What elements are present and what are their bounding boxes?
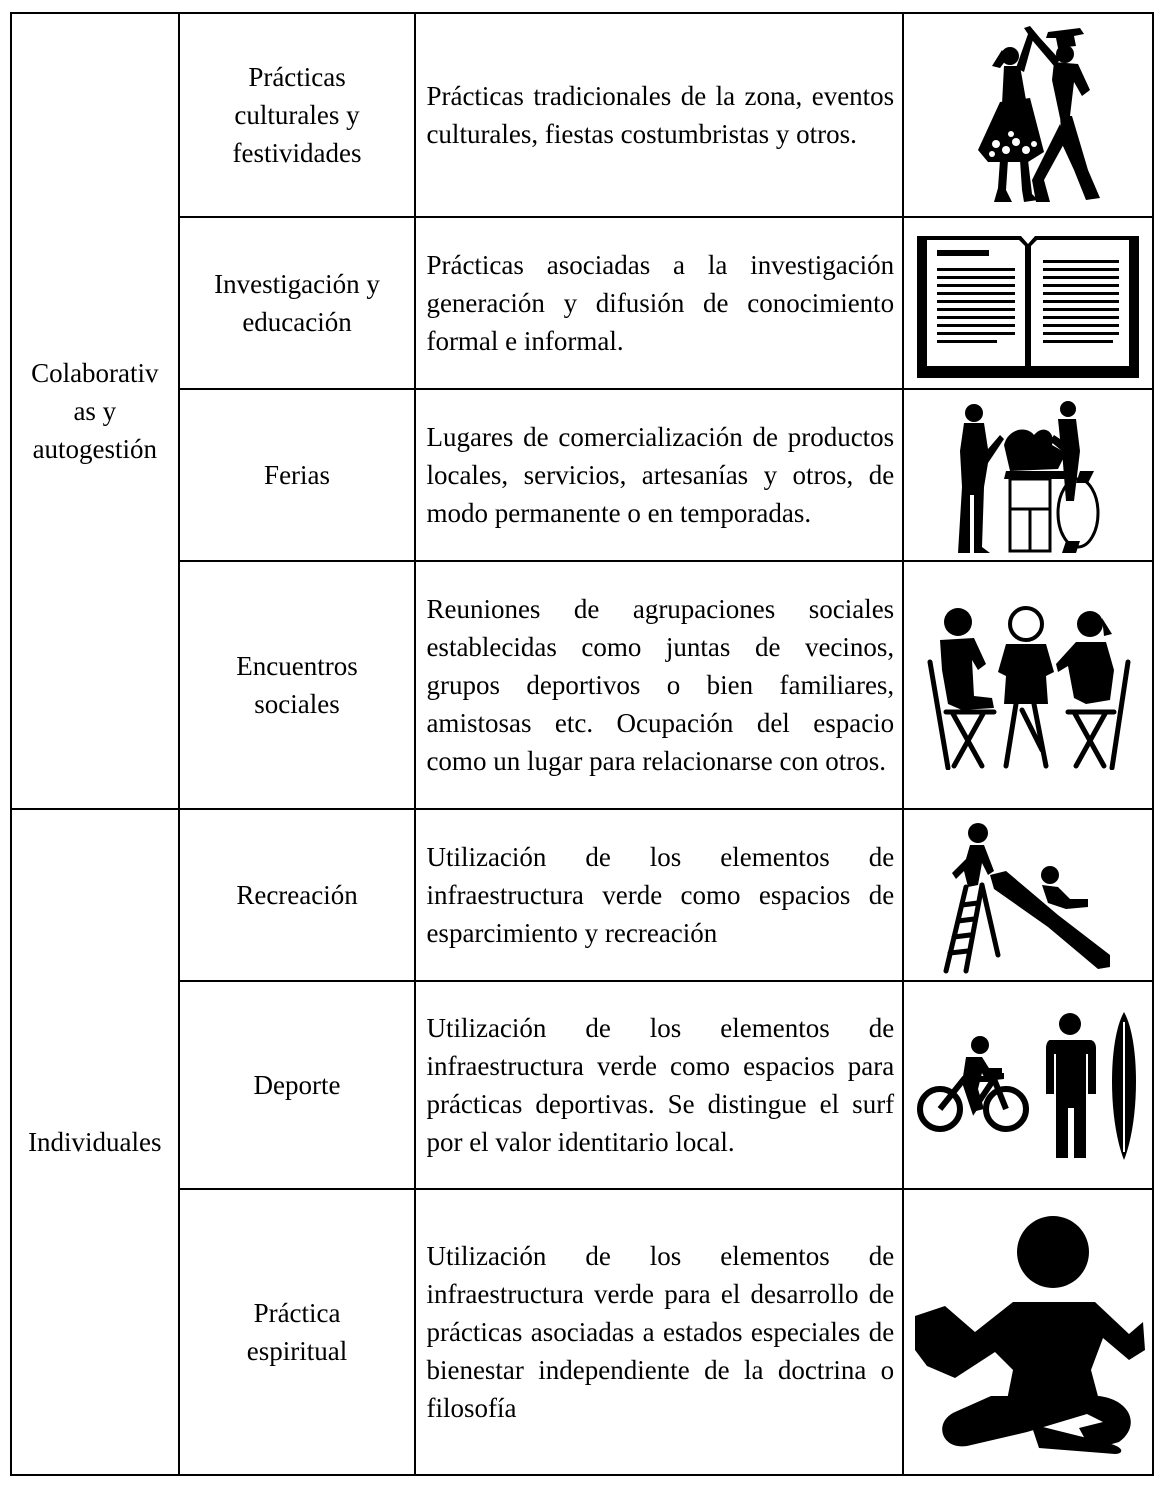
- table-row: Investigación y educación Prácticas asoc…: [11, 216, 1154, 390]
- people-talking-icon: [927, 606, 1131, 770]
- table-row: Colaborativ as y autogestión Prácticas c…: [10, 12, 1154, 810]
- table-row: Práctica espiritual Utilización de los e…: [11, 1188, 1154, 1476]
- activity-name-text: Investigación y educación: [214, 269, 380, 337]
- activity-name-text: Encuentros sociales: [236, 651, 358, 719]
- activity-name: Práctica espiritual: [177, 1188, 417, 1476]
- activity-name: Deporte: [177, 980, 417, 1190]
- playground-slide-icon: [943, 823, 1111, 974]
- activity-description: Prácticas tradicionales de la zona, even…: [414, 12, 905, 218]
- activity-icon-cell: [902, 1188, 1154, 1476]
- activity-name-text: Recreación: [236, 880, 358, 910]
- market-stall-icon: [958, 401, 1100, 553]
- activity-icon-cell: [902, 560, 1154, 810]
- meditation-icon: [915, 1216, 1146, 1454]
- table-row: Deporte Utilización de los elementos de …: [11, 980, 1154, 1190]
- activity-icon-cell: [902, 388, 1154, 562]
- activity-description: Utilización de los elementos de infraest…: [414, 980, 905, 1190]
- activity-icon-cell: [902, 12, 1154, 218]
- sport-icons: [904, 1010, 1152, 1160]
- activity-description: Prácticas asociadas a la investigación g…: [414, 216, 905, 390]
- activity-name: Prácticas culturales y festividades: [177, 12, 417, 218]
- dancing-couple-icon: [978, 26, 1101, 202]
- category-cell-individuales: Individuales: [10, 808, 180, 1476]
- activity-description-text: Lugares de comercialización de productos…: [426, 422, 895, 528]
- activity-description: Lugares de comercialización de productos…: [414, 388, 905, 562]
- table-row: Encuentros sociales Reuniones de agrupac…: [11, 560, 1154, 810]
- activities-table: Colaborativ as y autogestión Prácticas c…: [10, 12, 1154, 1476]
- activity-description-text: Utilización de los elementos de infraest…: [426, 842, 895, 948]
- surfer-icon: [1046, 1012, 1137, 1160]
- activity-name-text: Práctica espiritual: [246, 1298, 348, 1366]
- activity-name: Recreación: [177, 808, 417, 982]
- category-cell-colaborativas: Colaborativ as y autogestión: [10, 12, 180, 810]
- activity-icon-cell: [902, 808, 1154, 982]
- activity-description: Utilización de los elementos de infraest…: [414, 808, 905, 982]
- activity-name: Investigación y educación: [177, 216, 417, 390]
- open-book-icon: [917, 236, 1140, 378]
- activity-name-text: Prácticas culturales y festividades: [232, 62, 362, 168]
- activity-name: Encuentros sociales: [177, 560, 417, 810]
- table-row: Individuales Recreación Utilización de l…: [10, 808, 1154, 1476]
- category-label: Colaborativ as y autogestión: [31, 358, 159, 464]
- activity-description-text: Utilización de los elementos de infraest…: [426, 1241, 895, 1423]
- activity-name: Ferias: [177, 388, 417, 562]
- activity-icon-cell: [902, 980, 1154, 1190]
- table-row: Ferias Lugares de comercialización de pr…: [11, 388, 1154, 562]
- category-label: Individuales: [28, 1127, 162, 1157]
- activity-description-text: Prácticas tradicionales de la zona, even…: [426, 81, 895, 149]
- activity-description-text: Reuniones de agrupaciones sociales estab…: [426, 594, 895, 776]
- activity-description-text: Prácticas asociadas a la investigación g…: [426, 250, 895, 356]
- activity-name-text: Ferias: [264, 460, 331, 490]
- activity-icon-cell: [902, 216, 1154, 390]
- activity-name-text: Deporte: [253, 1070, 341, 1100]
- cyclist-icon: [917, 1036, 1030, 1132]
- activity-description-text: Utilización de los elementos de infraest…: [426, 1013, 895, 1157]
- activity-description: Utilización de los elementos de infraest…: [414, 1188, 905, 1476]
- activity-description: Reuniones de agrupaciones sociales estab…: [414, 560, 905, 810]
